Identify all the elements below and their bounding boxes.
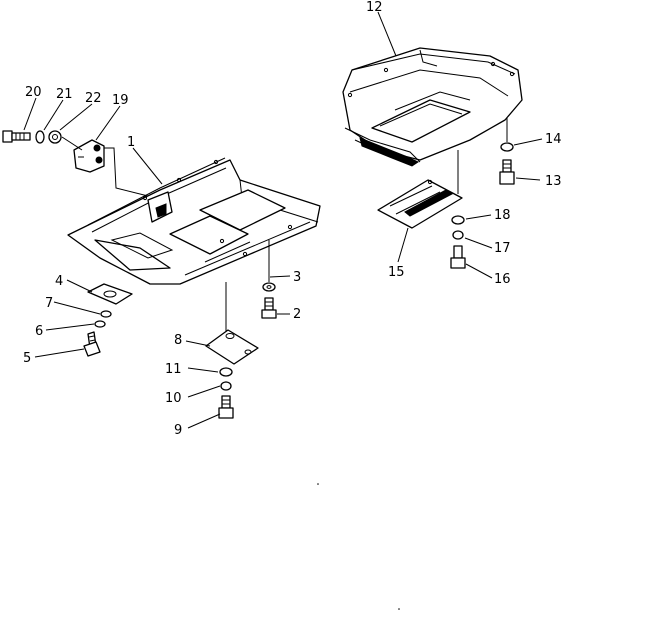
callout-3: 3	[293, 270, 301, 285]
callout-4: 4	[55, 274, 63, 289]
speck	[317, 483, 319, 485]
part-2-bolt	[261, 297, 277, 319]
part-5-bolt	[83, 331, 101, 357]
part-19-bracket	[73, 139, 105, 173]
callout-18: 18	[494, 208, 511, 223]
callout-8: 8	[174, 333, 182, 348]
part-4-plate	[87, 283, 133, 305]
callout-20: 20	[25, 85, 42, 100]
part-22-washer	[48, 130, 62, 144]
callout-labels: 20 21 22 19 1 12 14 13 18 17 16 15 3 2 4…	[23, 0, 562, 438]
callout-12: 12	[366, 0, 383, 15]
callout-13: 13	[545, 174, 562, 189]
part-6-spring-washer	[94, 320, 106, 328]
part-13-bolt	[499, 159, 515, 185]
part-11-washer	[219, 367, 233, 377]
leader-lines	[23, 11, 543, 429]
callout-22: 22	[85, 91, 102, 106]
part-12-upper-cover	[342, 47, 523, 167]
callout-6: 6	[35, 324, 43, 339]
axis-19	[61, 136, 83, 151]
part-10-spring-washer	[220, 381, 232, 391]
callout-21: 21	[56, 87, 73, 102]
part-18-washer	[451, 215, 465, 225]
callout-7: 7	[45, 296, 53, 311]
callout-15: 15	[388, 265, 405, 280]
part-15-plate	[377, 179, 463, 229]
speck	[398, 608, 400, 610]
part-21-spring-washer	[35, 130, 45, 144]
part-3-washer	[262, 282, 276, 292]
part-20-bolt	[2, 130, 31, 143]
callout-17: 17	[494, 241, 511, 256]
part-9-bolt	[218, 395, 234, 419]
callout-9: 9	[174, 423, 182, 438]
callout-2: 2	[293, 307, 301, 322]
part-14-washer	[500, 142, 514, 152]
callout-16: 16	[494, 272, 511, 287]
callout-5: 5	[23, 351, 31, 366]
callout-14: 14	[545, 132, 562, 147]
callout-1: 1	[127, 135, 135, 150]
part-16-bolt	[450, 245, 466, 269]
callout-19: 19	[112, 93, 129, 108]
callout-11: 11	[165, 362, 182, 377]
part-17-spring-washer	[452, 230, 464, 240]
axis-19-to-1	[104, 147, 149, 197]
part-7-washer	[100, 310, 112, 318]
part-1-main-cover	[67, 157, 321, 285]
part-8-cover-plate	[205, 329, 259, 365]
callout-10: 10	[165, 391, 182, 406]
